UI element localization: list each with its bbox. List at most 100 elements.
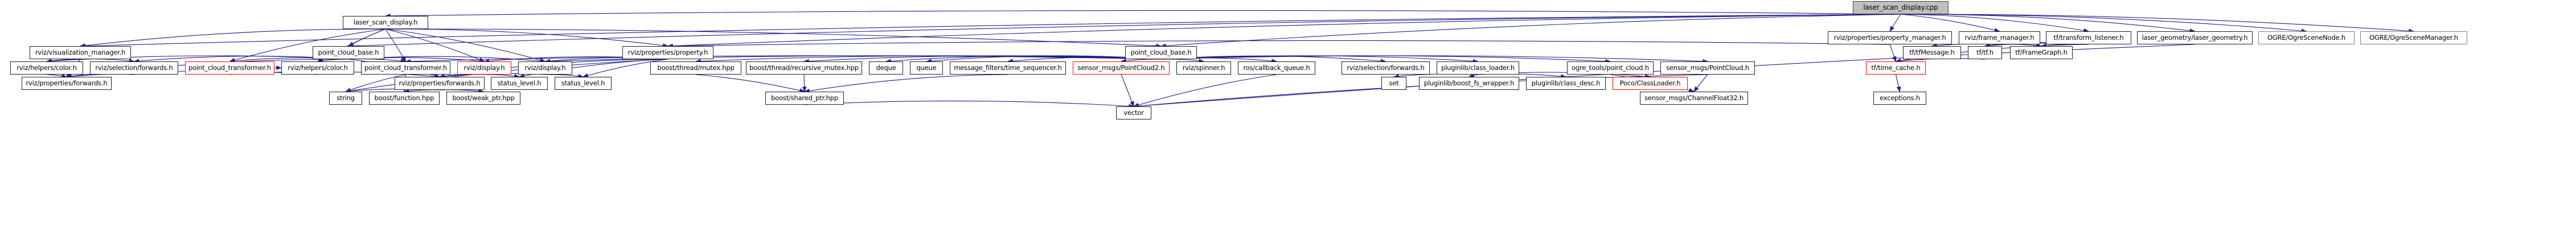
graph-node[interactable]: pluginlib/class_loader.h [1437,61,1519,75]
graph-node-label: point_cloud_transformer.h [364,64,448,72]
graph-node[interactable]: rviz/visualization_manager.h [30,46,131,59]
graph-node-label: tf/transform_listener.h [2053,34,2124,42]
graph-node[interactable]: rviz/display.h [457,61,511,75]
graph-node[interactable]: point_cloud_transformer.h [185,61,274,75]
graph-node-label: rviz/display.h [463,64,505,72]
graph-edge [385,28,546,63]
graph-node[interactable]: deque [869,61,903,75]
graph-edge [804,100,1135,109]
graph-node[interactable]: rviz/properties/forwards.h [22,77,112,90]
graph-node[interactable]: tf/FrameGraph.h [2010,46,2073,59]
graph-edge [1693,74,1708,92]
graph-node[interactable]: rviz/spinner.h [1176,61,1231,75]
graph-node-label: point_cloud_transformer.h [188,64,272,72]
graph-node[interactable]: point_cloud_base.h [1125,46,1197,59]
graph-edge [1900,14,2307,34]
graph-edge [1900,14,2000,32]
graph-node-label: rviz/properties/property.h [627,48,708,56]
graph-node[interactable]: OGRE/OgreSceneManager.h [2360,31,2467,44]
graph-node[interactable]: vector [1116,106,1151,120]
graph-node-label: rviz/frame_manager.h [1964,34,2034,42]
graph-edge [384,10,1901,18]
graph-node[interactable]: point_cloud_base.h [313,46,384,59]
graph-node-label: laser_geometry/laser_geometry.h [2142,34,2248,42]
graph-node[interactable]: pluginlib/class_desc.h [1526,77,1606,90]
graph-node[interactable]: tf/tf.h [1968,46,2002,59]
graph-node-label: OGRE/OgreSceneNode.h [2267,34,2345,42]
graph-node-label: sensor_msgs/PointCloud.h [1666,64,1749,72]
graph-edge [802,74,807,93]
graph-edge [405,55,1162,64]
graph-edge [347,14,1901,48]
graph-node[interactable]: tf/time_cache.h [1866,61,1926,75]
graph-node[interactable]: ros/callback_queue.h [1238,61,1315,75]
graph-edge [1160,55,1479,64]
graph-edge [385,28,407,62]
graph-edge [1160,55,1709,64]
graph-edge [885,55,1162,64]
graph-edge [1133,74,1277,108]
graph-node[interactable]: tf/tfMessage.h [1903,46,1961,59]
graph-node-label: rviz/helpers/color.h [288,64,348,72]
graph-node[interactable]: status_level.h [555,77,612,90]
graph-node[interactable]: rviz/frame_manager.h [1959,31,2040,44]
graph-node-label: point_cloud_base.h [318,48,379,56]
graph-node[interactable]: rviz/properties/property_manager.h [1828,31,1952,44]
graph-node[interactable]: laser_scan_display.h [343,16,428,29]
graph-node[interactable]: boost/function.hpp [369,92,440,105]
graph-node[interactable]: laser_scan_display.cpp [1853,1,1949,14]
graph-edge [1889,14,1901,32]
graph-node[interactable]: laser_geometry/laser_geometry.h [2137,31,2253,44]
graph-node[interactable]: rviz/properties/forwards.h [395,77,485,90]
graph-node[interactable]: sensor_msgs/PointCloud.h [1660,61,1755,75]
graph-node-label: string [337,94,355,102]
graph-node-label: laser_scan_display.cpp [1863,3,1938,11]
graph-node[interactable]: rviz/selection/forwards.h [90,61,178,75]
graph-node[interactable]: Poco/ClassLoader.h [1613,77,1688,90]
graph-node-label: rviz/helpers/color.h [17,64,77,72]
graph-edge [348,28,386,47]
graph-node-label: Poco/ClassLoader.h [1619,79,1681,87]
graph-node-label: rviz/selection/forwards.h [1347,64,1425,72]
graph-node[interactable]: string [329,92,362,105]
graph-node[interactable]: set [1381,77,1406,90]
graph-node[interactable]: OGRE/OgreSceneNode.h [2258,31,2355,44]
graph-edge [385,28,669,48]
graph-node[interactable]: message_filters/time_sequencer.h [950,61,1066,75]
graph-node[interactable]: queue [910,61,943,75]
graph-node[interactable]: boost/weak_ptr.hpp [446,92,520,105]
graph-node[interactable]: boost/shared_ptr.hpp [765,92,844,105]
graph-node[interactable]: exceptions.h [1873,92,1926,105]
graph-node[interactable]: rviz/display.h [518,61,572,75]
graph-node-label: deque [876,64,896,72]
graph-node[interactable]: sensor_msgs/ChannelFloat32.h [1640,92,1748,105]
graph-node[interactable]: tf/transform_listener.h [2046,31,2131,44]
graph-node[interactable]: rviz/selection/forwards.h [1342,61,1430,75]
graph-node[interactable]: rviz/helpers/color.h [281,61,354,75]
graph-edge [385,28,485,62]
graph-edge [1160,14,1901,48]
graph-edge [1889,44,1897,63]
graph-node[interactable]: boost/thread/recursive_mutex.hpp [746,61,862,75]
graph-node-label: boost/weak_ptr.hpp [452,94,515,102]
graph-node-label: exceptions.h [1880,94,1920,102]
graph-node-label: OGRE/OgreSceneManager.h [2369,34,2458,42]
graph-edge [667,14,1901,48]
graph-node-label: ogre_tools/point_cloud.h [1572,64,1649,72]
graph-node[interactable]: status_level.h [491,77,548,90]
graph-node[interactable]: pluginlib/boost_fs_wrapper.h [1419,77,1519,90]
graph-node-label: ros/callback_queue.h [1243,64,1310,72]
graph-node-label: queue [916,64,937,72]
graph-node-label: boost/thread/recursive_mutex.hpp [749,64,859,72]
graph-edge [1121,74,1134,108]
graph-node[interactable]: rviz/helpers/color.h [10,61,83,75]
graph-node-label: tf/FrameGraph.h [2015,48,2068,56]
graph-node[interactable]: boost/thread/mutex.hpp [650,61,741,75]
graph-node[interactable]: sensor_msgs/PointCloud2.h [1073,61,1170,75]
graph-node[interactable]: rviz/properties/property.h [622,46,713,59]
graph-edge [1900,14,2415,34]
graph-node[interactable]: point_cloud_transformer.h [361,61,450,75]
graph-node-label: rviz/display.h [524,64,566,72]
graph-node[interactable]: ogre_tools/point_cloud.h [1567,61,1654,75]
graph-edge [1160,55,1611,64]
